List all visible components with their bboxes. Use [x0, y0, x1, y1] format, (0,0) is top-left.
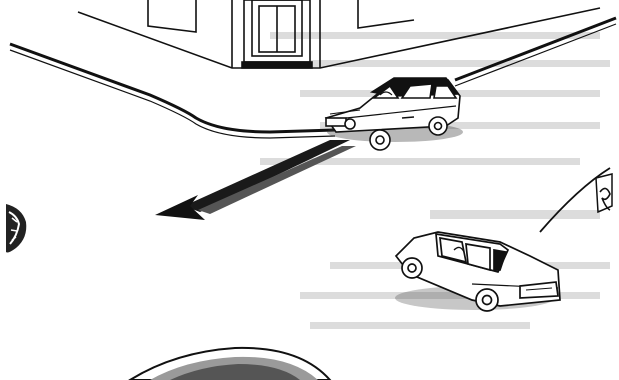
hedge-icon — [128, 346, 332, 380]
far-curb — [9, 16, 617, 139]
car-icon — [324, 77, 463, 151]
building-corner-icon — [77, 0, 601, 69]
bush-icon — [6, 204, 27, 253]
near-curb-right — [539, 167, 611, 233]
shrub-icon — [595, 173, 613, 214]
direction-arrow-icon — [155, 140, 356, 220]
car-icon — [394, 231, 561, 312]
